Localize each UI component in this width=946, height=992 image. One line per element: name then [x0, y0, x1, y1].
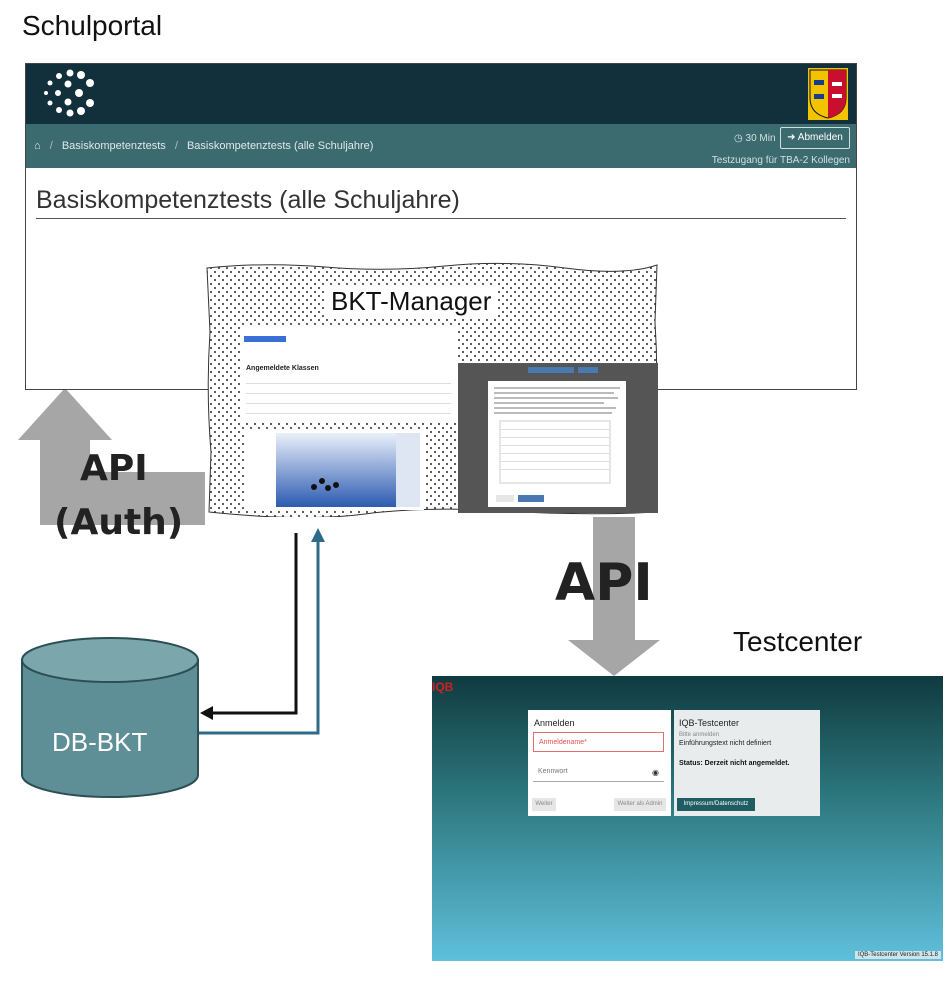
breadcrumb: ⌂ / Basiskompetenztests / Basiskompetenz…: [34, 140, 374, 152]
mini-class-heading: Angemeldete Klassen: [246, 365, 319, 372]
bkt-to-db-arrowhead: [200, 706, 213, 720]
session-timer: ◷ 30 Min: [734, 133, 776, 144]
page-title: Basiskompetenztests (alle Schuljahre): [36, 186, 460, 214]
api-auth-arrow: [18, 388, 205, 525]
database-label: DB-BKT: [52, 727, 148, 757]
mini-blue-button: [244, 336, 286, 342]
api-auth-label-sub: (Auth): [54, 502, 184, 543]
portal-logo-icon: [44, 69, 94, 117]
info-card: IQB-Testcenter Bitte anmelden Einführung…: [674, 710, 820, 816]
info-subtitle: Bitte anmelden: [679, 732, 720, 738]
mini-dialog: [488, 381, 626, 507]
bkt-game-thumbnail: [246, 430, 424, 510]
eye-off-icon[interactable]: ◉: [652, 768, 659, 777]
bkt-modal-thumbnail: [458, 363, 658, 513]
password-input[interactable]: Kennwort: [533, 762, 664, 782]
bkt-to-db-line: [210, 533, 298, 715]
version-label: IQB-Testcenter Version 15.1.8: [854, 951, 941, 959]
table-row: [246, 403, 451, 404]
testcenter-screenshot: IQB Anmelden Anmeldename* Kennwort ◉ Wei…: [432, 676, 943, 961]
table-row: [246, 393, 451, 394]
login-card: Anmelden Anmeldename* Kennwort ◉ Weiter …: [528, 710, 671, 816]
table-row: [246, 383, 451, 384]
clock-icon: ◷: [734, 133, 743, 144]
home-icon[interactable]: ⌂: [34, 140, 41, 152]
testcenter-title: Testcenter: [733, 626, 863, 657]
portal-header: [26, 64, 856, 124]
portal-crest-icon: [808, 68, 848, 120]
bkt-class-list-thumbnail: Angemeldete Klassen: [241, 327, 456, 422]
db-to-bkt-arrowhead: [311, 528, 325, 542]
test-access-label: Testzugang für TBA-2 Kollegen: [711, 155, 850, 166]
logout-button[interactable]: ➜ Abmelden: [780, 127, 850, 149]
info-heading: IQB-Testcenter: [679, 718, 740, 728]
breadcrumb-item-current: Basiskompetenztests (alle Schuljahre): [186, 140, 374, 152]
login-heading: Anmelden: [534, 718, 575, 728]
mini-top-button: [528, 367, 574, 373]
mini-game-sidebar: [396, 433, 420, 507]
api-arrow: [568, 517, 660, 676]
impressum-button[interactable]: Impressum/Datenschutz: [677, 798, 755, 811]
iqb-logo: IQB: [432, 680, 454, 694]
mini-game-sea: [276, 433, 396, 507]
portal-subbar: [26, 124, 856, 168]
db-to-bkt-line: [197, 540, 320, 735]
continue-button[interactable]: Weiter: [532, 798, 556, 811]
database-cylinder: [21, 637, 199, 798]
mini-dialog-lines: [494, 387, 620, 502]
breadcrumb-item[interactable]: Basiskompetenztests: [61, 140, 166, 152]
schulportal-title: Schulportal: [22, 10, 163, 41]
continue-as-admin-button[interactable]: Weiter als Admin: [614, 798, 666, 811]
info-text: Einführungstext nicht definiert: [679, 740, 772, 747]
mini-top-button: [578, 367, 598, 373]
username-input[interactable]: Anmeldename*: [533, 732, 664, 752]
figures-icon: [311, 478, 339, 491]
bkt-manager-title: BKT-Manager: [325, 286, 498, 317]
table-row: [246, 413, 451, 414]
login-status: Status: Derzeit nicht angemeldet.: [679, 760, 790, 767]
api-label: API: [555, 553, 653, 613]
api-auth-label: API: [80, 448, 148, 489]
logout-icon: ➜: [787, 132, 796, 143]
page-title-divider: [36, 218, 846, 219]
